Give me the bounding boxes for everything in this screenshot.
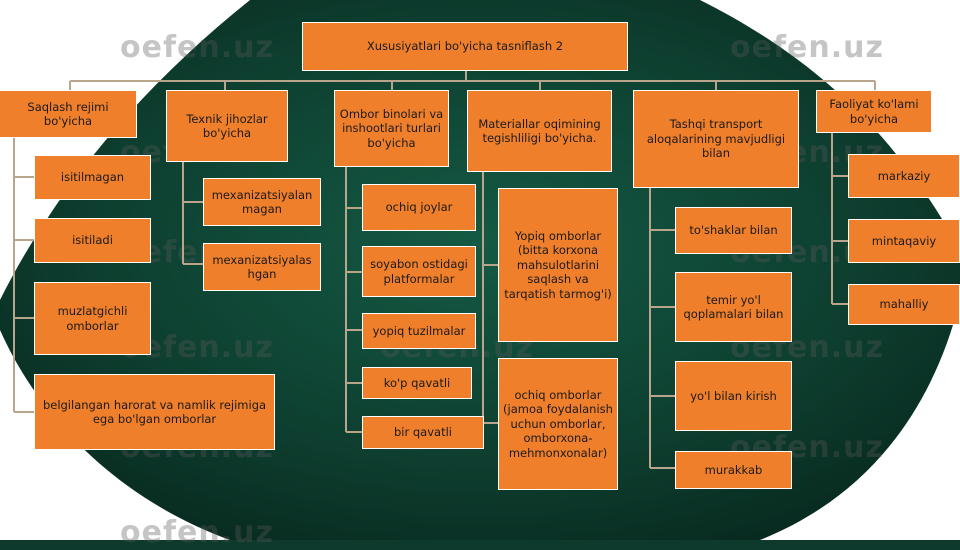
column-header-building-types: Ombor binolari va inshootlari turlari bo… [334,90,449,167]
item-storage-mode: belgilangan harorat va namlik rejimiga e… [34,374,275,450]
item-material-flow: Yopiq omborlar (bitta korxona mahsulotla… [498,188,618,342]
item-building-types: soyabon ostidagi platformalar [362,246,476,297]
watermark-text: oefen.uz [730,30,884,65]
item-building-types: yopiq tuzilmalar [362,313,476,349]
item-scope: mintaqaviy [848,219,960,263]
item-transport-links: yo'l bilan kirish [675,361,792,431]
item-building-types: bir qavatli [362,416,484,449]
column-header-technical-equipment: Texnik jihozlar bo'yicha [166,90,288,162]
item-scope: markaziy [848,154,960,198]
item-storage-mode: muzlatgichli omborlar [34,282,151,355]
item-material-flow: ochiq omborlar (jamoa foydalanish uchun … [498,358,618,490]
column-header-material-flow: Materiallar oqimining tegishliligi bo'yi… [467,90,612,172]
item-transport-links: to'shaklar bilan [675,207,792,254]
watermark-text: oefen.uz [120,30,274,65]
item-technical-equipment: mexanizatsiyalas hgan [203,243,321,291]
item-building-types: ochiq joylar [362,184,476,231]
item-building-types: ko'p qavatli [362,367,472,399]
item-technical-equipment: mexanizatsiyalan magan [203,178,321,226]
column-header-storage-mode: Saqlash rejimi bo'yicha [0,90,137,138]
item-transport-links: murakkab [675,451,792,489]
item-storage-mode: isitilmagan [34,155,151,200]
column-header-scope: Faoliyat ko'lami bo'yicha [816,90,932,133]
diagram-title: Xususiyatlari bo'yicha tasniflash 2 [302,22,628,71]
item-transport-links: temir yo'l qoplamalari bilan [675,272,792,342]
column-header-transport-links: Tashqi transport aloqalarining mavjudlig… [633,90,799,188]
item-storage-mode: isitiladi [34,218,151,263]
item-scope: mahalliy [848,284,960,325]
